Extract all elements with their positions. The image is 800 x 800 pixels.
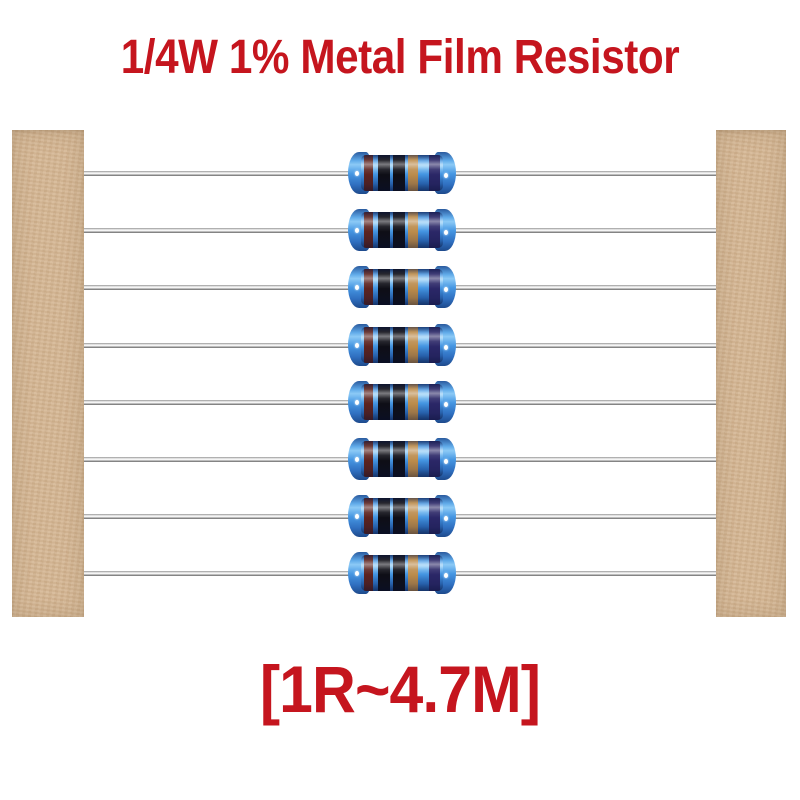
- resistance-range-label: [1R~4.7M]: [259, 652, 541, 726]
- resistor-body: [348, 438, 456, 480]
- light-speck: [444, 459, 448, 464]
- light-speck: [444, 516, 448, 521]
- light-speck: [355, 343, 359, 348]
- resistor-middle: [361, 212, 443, 248]
- gloss-highlight: [361, 498, 443, 534]
- light-speck: [444, 173, 448, 178]
- product-title: 1/4W 1% Metal Film Resistor: [120, 31, 680, 84]
- light-speck: [444, 345, 448, 350]
- light-speck: [355, 457, 359, 462]
- resistor-middle: [361, 441, 443, 477]
- gloss-highlight: [361, 441, 443, 477]
- light-speck: [355, 514, 359, 519]
- resistor-middle: [361, 384, 443, 420]
- light-speck: [444, 402, 448, 407]
- resistor-body: [348, 552, 456, 594]
- light-speck: [355, 228, 359, 233]
- tape-strip-left: [12, 130, 84, 617]
- light-speck: [355, 400, 359, 405]
- gloss-highlight: [361, 555, 443, 591]
- light-speck: [355, 285, 359, 290]
- resistor-body: [348, 324, 456, 366]
- resistor-body: [348, 152, 456, 194]
- resistor-middle: [361, 498, 443, 534]
- resistor-middle: [361, 155, 443, 191]
- resistor-body: [348, 266, 456, 308]
- gloss-highlight: [361, 384, 443, 420]
- light-speck: [355, 571, 359, 576]
- resistor-middle: [361, 269, 443, 305]
- tape-strip-right: [716, 130, 786, 617]
- light-speck: [444, 287, 448, 292]
- resistor-body: [348, 381, 456, 423]
- gloss-highlight: [361, 212, 443, 248]
- light-speck: [444, 230, 448, 235]
- gloss-highlight: [361, 327, 443, 363]
- resistor-middle: [361, 327, 443, 363]
- resistor-body: [348, 495, 456, 537]
- gloss-highlight: [361, 155, 443, 191]
- light-speck: [355, 171, 359, 176]
- resistor-middle: [361, 555, 443, 591]
- gloss-highlight: [361, 269, 443, 305]
- resistor-body: [348, 209, 456, 251]
- light-speck: [444, 573, 448, 578]
